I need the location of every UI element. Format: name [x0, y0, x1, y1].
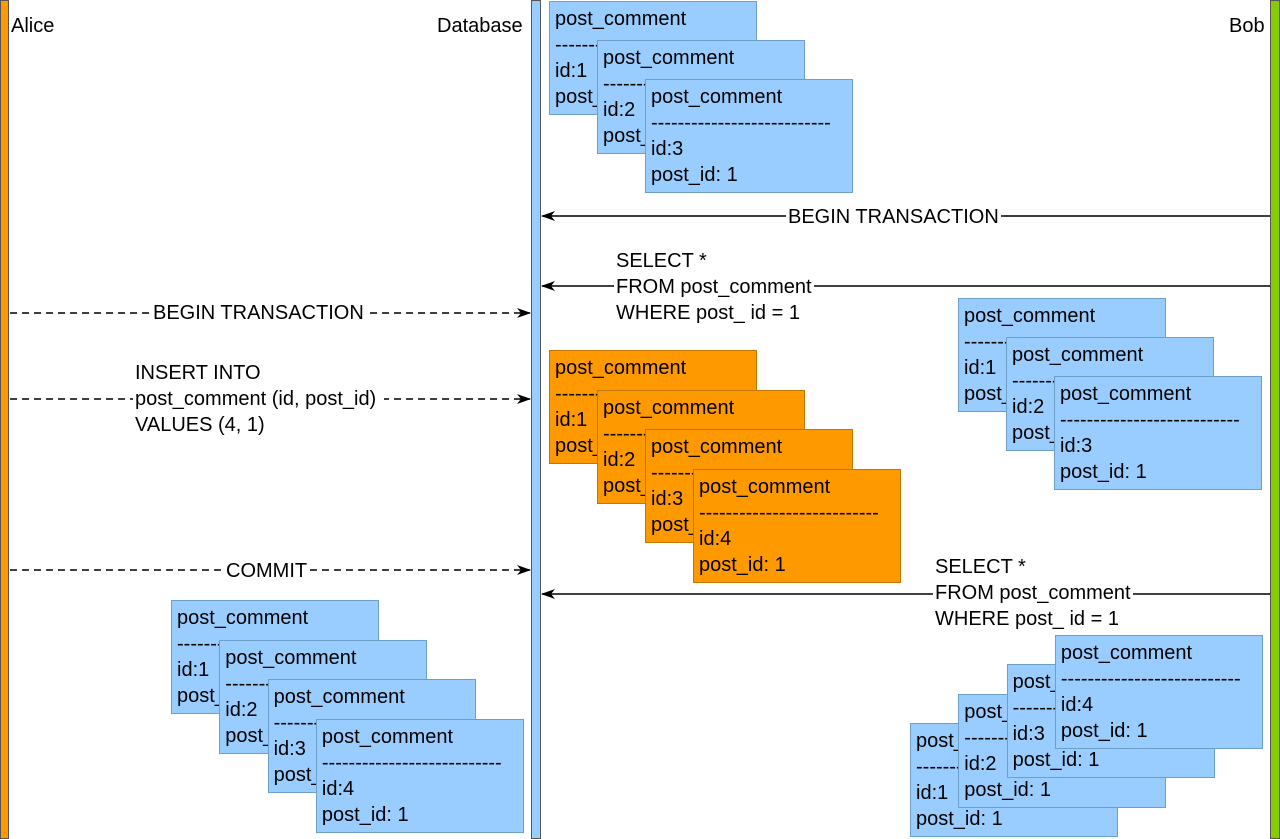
bob-select1-line-3: WHERE post_ id = 1	[616, 302, 800, 324]
card-separator: ---------------------------	[1060, 409, 1240, 431]
card-row-id: id:2	[225, 698, 258, 721]
card-separator: ---------------------------	[651, 112, 831, 134]
card-table-name: post_comment	[177, 607, 309, 629]
card-row-id: id:2	[603, 448, 636, 471]
card-table-name: post_comment	[273, 686, 405, 708]
alice-commit-label: COMMIT	[224, 558, 310, 584]
card-row-post-id: post_id: 1	[1060, 461, 1147, 483]
alice-insert-line-3: VALUES (4, 1)	[135, 414, 265, 436]
card-table-name: post_comment	[699, 475, 831, 498]
alice-label: Alice	[11, 15, 55, 37]
card-row-post-id: post_id: 1	[699, 553, 786, 576]
card-table-name: post_comment	[1012, 344, 1144, 366]
card-table-name: post_comment	[1060, 642, 1193, 665]
card-row-post-id: post_id: 1	[651, 164, 738, 186]
card-row-post-id: post_id: 1	[321, 803, 409, 826]
card-separator: ---------------------------	[1060, 668, 1241, 691]
bob-select1-line-1: SELECT *	[616, 250, 707, 272]
card-row-id: id:1	[555, 409, 588, 431]
card-table-name: post_comment	[603, 396, 735, 419]
card-row-id: id:4	[1060, 694, 1094, 717]
card-table-name: post_comment	[651, 86, 783, 108]
card-table-name: post_comment	[321, 725, 454, 748]
db-after-insert-row-card: post_comment --------------------------- i…	[693, 468, 901, 583]
card-row-id: id:1	[177, 659, 210, 681]
bob-result1-row-card: post_comment --------------------------- i…	[1054, 376, 1262, 490]
card-row-id: id:2	[603, 99, 636, 121]
alice-insert-line-2: post_comment (id, post_id)	[135, 388, 377, 410]
card-table-name: post_comment	[1060, 383, 1192, 405]
card-table-name: post_comment	[651, 436, 783, 458]
card-row-post-id: post_id: 1	[964, 778, 1052, 801]
card-table-name: post_comment	[225, 646, 357, 669]
card-row-id: id:3	[273, 738, 306, 760]
card-table-name: post_comment	[555, 8, 687, 30]
card-row-id: id:3	[651, 488, 684, 510]
bob-select2-label: SELECT * FROM post_comment WHERE post_ i…	[933, 554, 1133, 632]
card-row-id: id:3	[1012, 723, 1045, 746]
bob-begin-label: BEGIN TRANSACTION	[786, 204, 1001, 230]
card-table-name: post_comment	[555, 357, 687, 379]
card-row-id: id:2	[1012, 396, 1045, 418]
card-row-id: id:3	[1060, 435, 1093, 457]
alice-insert-label: INSERT INTO post_comment (id, post_id) V…	[133, 360, 385, 438]
card-separator: ---------------------------	[699, 501, 879, 524]
bob-label: Bob	[1229, 15, 1265, 37]
bob-select2-line-3: WHERE post_ id = 1	[935, 608, 1119, 630]
bob-result2-row-card: post_comment --------------------------- i…	[1054, 635, 1263, 750]
db-initial-row-card: post_comment --------------------------- i…	[645, 79, 853, 193]
alice-insert-line-1: INSERT INTO	[135, 362, 261, 384]
card-separator: ---------------------------	[321, 751, 502, 774]
card-row-id: id:4	[321, 777, 355, 800]
card-row-id: id:3	[651, 138, 684, 160]
alice-after-commit-row-card: post_comment --------------------------- i…	[315, 718, 524, 833]
card-row-id: id:1	[555, 60, 588, 82]
card-row-id: id:4	[699, 527, 732, 550]
bob-select2-line-1: SELECT *	[935, 556, 1026, 578]
card-row-post-id: post_id: 1	[1060, 720, 1148, 743]
card-row-id: id:1	[964, 357, 997, 379]
card-row-id: id:1	[916, 782, 949, 804]
card-row-id: id:2	[964, 752, 997, 775]
bob-select2-line-2: FROM post_comment	[935, 582, 1131, 604]
bob-select1-line-2: FROM post_comment	[616, 276, 812, 298]
alice-begin-label: BEGIN TRANSACTION	[151, 300, 366, 326]
card-row-post-id: post_id: 1	[916, 808, 1003, 830]
card-row-post-id: post_id: 1	[1012, 749, 1100, 772]
card-table-name: post_comment	[603, 47, 735, 69]
card-table-name: post_comment	[964, 305, 1096, 327]
bob-select1-label: SELECT * FROM post_comment WHERE post_ i…	[614, 248, 814, 326]
database-label: Database	[437, 15, 523, 37]
